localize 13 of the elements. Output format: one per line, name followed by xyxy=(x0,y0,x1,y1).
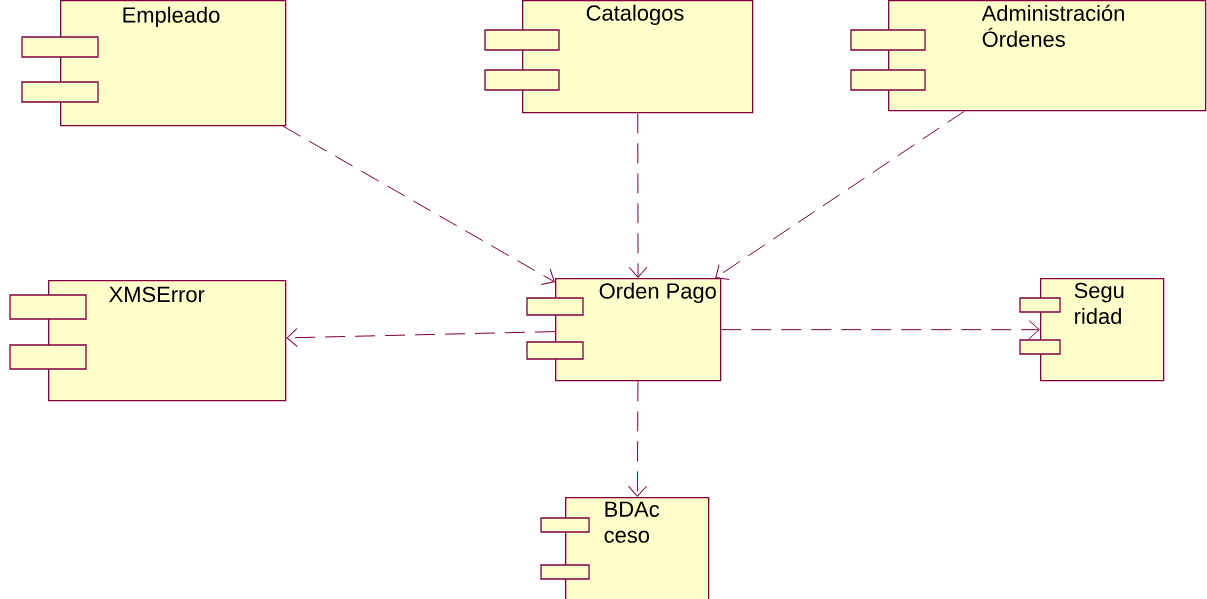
dependency-arrow xyxy=(628,112,648,278)
dependency-arrow xyxy=(720,320,1040,340)
component-box: Empleado xyxy=(21,0,287,127)
dependency-arrow xyxy=(715,110,965,280)
component-box: XMSError xyxy=(9,280,287,402)
dependency-arrow xyxy=(627,380,647,497)
dependency-arrow xyxy=(286,328,556,348)
component-box: Orden Pago xyxy=(526,278,722,382)
dependency-arrow xyxy=(282,125,555,286)
component-box: Segu ridad xyxy=(1019,278,1165,382)
component-box: Catalogos xyxy=(484,0,754,114)
component-box: BDAc ceso xyxy=(540,497,710,599)
component-box: Administración Órdenes xyxy=(850,0,1207,112)
